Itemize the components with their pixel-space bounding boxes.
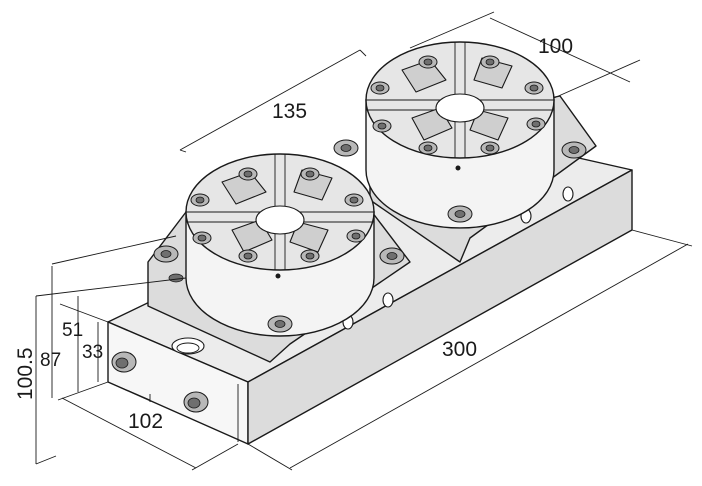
- base-center-hole: [171, 337, 205, 355]
- dim-base-width: 102: [128, 410, 163, 433]
- dim-height-51: 51: [62, 320, 83, 341]
- dimension-labels: 100 135 300 102 51 33 87 100.5: [14, 35, 573, 433]
- rear-chuck: [333, 41, 597, 263]
- dim-height-total: 100.5: [14, 347, 37, 400]
- fitting-left: [111, 351, 137, 373]
- front-chuck: [147, 153, 411, 363]
- dim-chuck-diameter: 100: [538, 35, 573, 58]
- dim-height-87: 87: [40, 350, 61, 371]
- dim-base-length: 300: [442, 338, 477, 361]
- fitting-right: [183, 391, 209, 413]
- dim-chuck-spacing: 135: [272, 100, 307, 123]
- dimension-lines: [35, 11, 693, 471]
- dim-height-33: 33: [82, 342, 103, 363]
